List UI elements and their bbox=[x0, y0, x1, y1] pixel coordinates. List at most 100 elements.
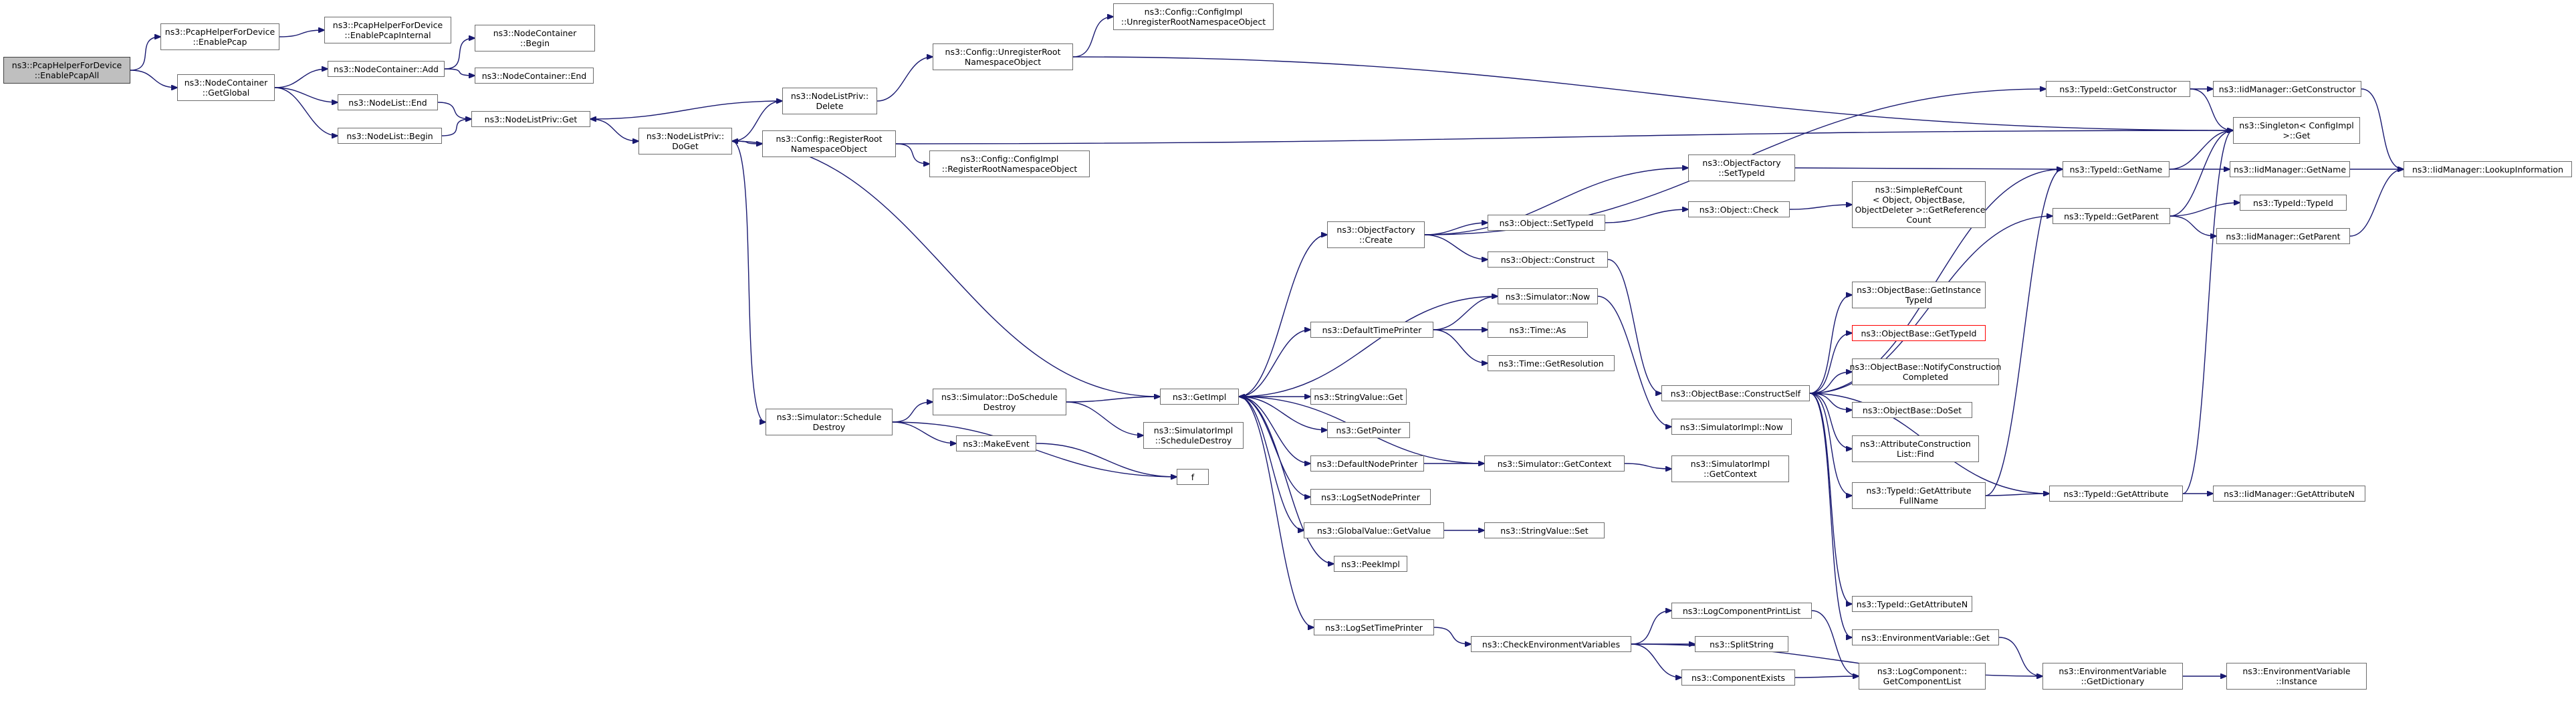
edge-n39-n36 bbox=[1809, 295, 1852, 394]
node-n17[interactable]: ns3::Singleton< ConfigImpl >::Get bbox=[2233, 117, 2360, 144]
node-n66[interactable]: ns3::SplitString bbox=[1695, 636, 1788, 652]
node-n63[interactable]: ns3::LogSetTimePrinter bbox=[1314, 619, 1434, 635]
node-n16[interactable]: ns3::Config::ConfigImpl ::RegisterRootNa… bbox=[929, 150, 1090, 177]
node-n39[interactable]: ns3::ObjectBase::ConstructSelf bbox=[1661, 385, 1810, 401]
node-n10[interactable]: ns3::NodeListPriv::Get bbox=[471, 111, 590, 127]
node-n6[interactable]: ns3::NodeContainer ::Begin bbox=[475, 25, 595, 51]
edge-n13-n17 bbox=[1072, 56, 2233, 130]
node-n53[interactable]: ns3::SimulatorImpl ::GetContext bbox=[1671, 455, 1789, 482]
node-n12[interactable]: ns3::NodeListPriv:: DoGet bbox=[638, 128, 732, 154]
edge-n32-n41 bbox=[1597, 296, 1671, 427]
node-n59[interactable]: ns3::StringValue::Set bbox=[1484, 522, 1605, 538]
edge-n22-n17 bbox=[2169, 130, 2233, 170]
node-n57[interactable]: ns3::LogSetNodePrinter bbox=[1310, 489, 1431, 505]
node-n3[interactable]: ns3::PcapHelperForDevice ::EnablePcapInt… bbox=[324, 17, 451, 43]
node-n67[interactable]: ns3::ComponentExists bbox=[1681, 670, 1795, 686]
node-n22[interactable]: ns3::TypeId::GetName bbox=[2063, 161, 2170, 177]
node-n25[interactable]: ns3::Object::SetTypeId bbox=[1488, 215, 1605, 231]
edge-n44-n33 bbox=[1238, 330, 1310, 397]
node-n13[interactable]: ns3::Config::UnregisterRoot NamespaceObj… bbox=[933, 43, 1073, 70]
node-n5[interactable]: ns3::NodeContainer::Add bbox=[328, 61, 445, 77]
edge-n33-n32 bbox=[1433, 296, 1498, 330]
node-n45[interactable]: ns3::StringValue::Get bbox=[1310, 389, 1407, 405]
node-n51[interactable]: ns3::DefaultNodePrinter bbox=[1310, 455, 1424, 472]
node-n4[interactable]: ns3::NodeContainer ::GetGlobal bbox=[177, 74, 275, 101]
node-n64[interactable]: ns3::EnvironmentVariable::Get bbox=[1852, 629, 1999, 645]
node-n2[interactable]: ns3::PcapHelperForDevice ::EnablePcap bbox=[160, 23, 279, 50]
node-n42[interactable]: ns3::AttributeConstruction List::Find bbox=[1852, 435, 1979, 462]
edge-n64-n69 bbox=[1998, 637, 2042, 676]
node-n23[interactable]: ns3::IidManager::GetName bbox=[2230, 161, 2350, 177]
node-n1[interactable]: ns3::PcapHelperForDevice ::EnablePcapAll bbox=[3, 57, 130, 84]
node-n33[interactable]: ns3::DefaultTimePrinter bbox=[1310, 322, 1433, 338]
node-n31[interactable]: ns3::Object::Construct bbox=[1488, 251, 1608, 268]
node-n7[interactable]: ns3::NodeContainer::End bbox=[475, 68, 594, 84]
node-n43[interactable]: ns3::Simulator::DoSchedule Destroy bbox=[933, 389, 1066, 415]
node-n68[interactable]: ns3::LogComponent:: GetComponentList bbox=[1859, 663, 1986, 690]
node-n24[interactable]: ns3::ObjectFactory ::Create bbox=[1327, 221, 1425, 248]
node-n20[interactable]: ns3::IidManager::LookupInformation bbox=[2404, 161, 2572, 177]
node-n62[interactable]: ns3::LogComponentPrintList bbox=[1671, 603, 1812, 619]
node-n18[interactable]: ns3::TypeId::GetConstructor bbox=[2046, 81, 2190, 97]
edge-n49-n50 bbox=[1036, 443, 1177, 477]
node-n26[interactable]: ns3::Object::Check bbox=[1688, 201, 1790, 217]
node-n40[interactable]: ns3::ObjectBase::DoSet bbox=[1852, 402, 1972, 418]
edge-n8-n10 bbox=[437, 102, 471, 119]
edge-n1-n4 bbox=[130, 70, 177, 88]
node-n48[interactable]: ns3::GetPointer bbox=[1327, 422, 1410, 438]
node-n8[interactable]: ns3::NodeList::End bbox=[338, 94, 438, 110]
node-n29[interactable]: ns3::TypeId::TypeId bbox=[2240, 195, 2347, 211]
node-n30[interactable]: ns3::IidManager::GetParent bbox=[2216, 228, 2350, 244]
edge-n5-n6 bbox=[444, 38, 475, 70]
node-n37[interactable]: ns3::ObjectBase::GetTypeId bbox=[1852, 325, 1986, 341]
node-n21[interactable]: ns3::ObjectFactory ::SetTypeId bbox=[1688, 154, 1795, 181]
edge-n43-n47 bbox=[1066, 401, 1143, 435]
node-n61[interactable]: ns3::TypeId::GetAttributeN bbox=[1852, 596, 1972, 612]
edge-n4-n5 bbox=[274, 69, 328, 88]
node-n65[interactable]: ns3::CheckEnvironmentVariables bbox=[1471, 636, 1631, 652]
node-n32[interactable]: ns3::Simulator::Now bbox=[1498, 288, 1598, 304]
node-n47[interactable]: ns3::SimulatorImpl ::ScheduleDestroy bbox=[1143, 422, 1244, 449]
node-n55[interactable]: ns3::TypeId::GetAttribute bbox=[2049, 486, 2183, 502]
edge-n44-n24 bbox=[1238, 235, 1327, 397]
node-n15[interactable]: ns3::Config::RegisterRoot NamespaceObjec… bbox=[762, 130, 896, 157]
edge-n4-n9 bbox=[274, 87, 338, 136]
node-n36[interactable]: ns3::ObjectBase::GetInstance TypeId bbox=[1852, 282, 1986, 308]
node-n49[interactable]: ns3::MakeEvent bbox=[956, 435, 1036, 451]
edge-n62-n68 bbox=[1811, 610, 1859, 676]
edge-n44-n58 bbox=[1238, 396, 1304, 530]
node-n19[interactable]: ns3::IidManager::GetConstructor bbox=[2213, 81, 2361, 97]
edge-n30-n20 bbox=[2349, 169, 2404, 237]
edge-n26-n27 bbox=[1789, 205, 1852, 210]
node-n34[interactable]: ns3::Time::As bbox=[1488, 322, 1588, 338]
node-n9[interactable]: ns3::NodeList::Begin bbox=[338, 128, 442, 144]
node-n50[interactable]: f bbox=[1177, 469, 1209, 485]
node-n52[interactable]: ns3::Simulator::GetContext bbox=[1484, 455, 1625, 472]
edge-n24-n31 bbox=[1424, 234, 1488, 260]
node-n70[interactable]: ns3::EnvironmentVariable ::Instance bbox=[2226, 663, 2367, 690]
edge-n15-n16 bbox=[895, 143, 929, 164]
edge-n67-n68 bbox=[1794, 676, 1859, 678]
node-n38[interactable]: ns3::ObjectBase::NotifyConstruction Comp… bbox=[1850, 358, 2001, 385]
edge-n9-n10 bbox=[441, 119, 471, 136]
node-n41[interactable]: ns3::SimulatorImpl::Now bbox=[1671, 419, 1792, 435]
node-n44[interactable]: ns3::GetImpl bbox=[1160, 389, 1239, 405]
edge-n55-n17 bbox=[2182, 130, 2233, 494]
node-n35[interactable]: ns3::Time::GetResolution bbox=[1488, 355, 1615, 371]
edge-n15-n17 bbox=[895, 130, 2233, 144]
node-n28[interactable]: ns3::TypeId::GetParent bbox=[2053, 208, 2170, 224]
node-n69[interactable]: ns3::EnvironmentVariable ::GetDictionary bbox=[2042, 663, 2183, 690]
node-n27[interactable]: ns3::SimpleRefCount < Object, ObjectBase… bbox=[1852, 181, 1986, 228]
node-n11[interactable]: ns3::NodeListPriv:: Delete bbox=[782, 88, 877, 114]
node-n54[interactable]: ns3::TypeId::GetAttribute FullName bbox=[1852, 482, 1986, 509]
node-n14[interactable]: ns3::Config::ConfigImpl ::UnregisterRoot… bbox=[1113, 3, 1274, 30]
edge-n28-n29 bbox=[2170, 203, 2240, 217]
edge-n43-n44 bbox=[1066, 397, 1160, 403]
edge-n11-n10 bbox=[590, 100, 783, 119]
node-n56[interactable]: ns3::IidManager::GetAttributeN bbox=[2213, 486, 2365, 502]
edge-n44-n57 bbox=[1238, 396, 1310, 497]
node-n60[interactable]: ns3::PeekImpl bbox=[1334, 556, 1407, 572]
node-n46[interactable]: ns3::Simulator::Schedule Destroy bbox=[766, 409, 893, 435]
edge-n63-n65 bbox=[1433, 627, 1471, 644]
node-n58[interactable]: ns3::GlobalValue::GetValue bbox=[1304, 522, 1444, 538]
